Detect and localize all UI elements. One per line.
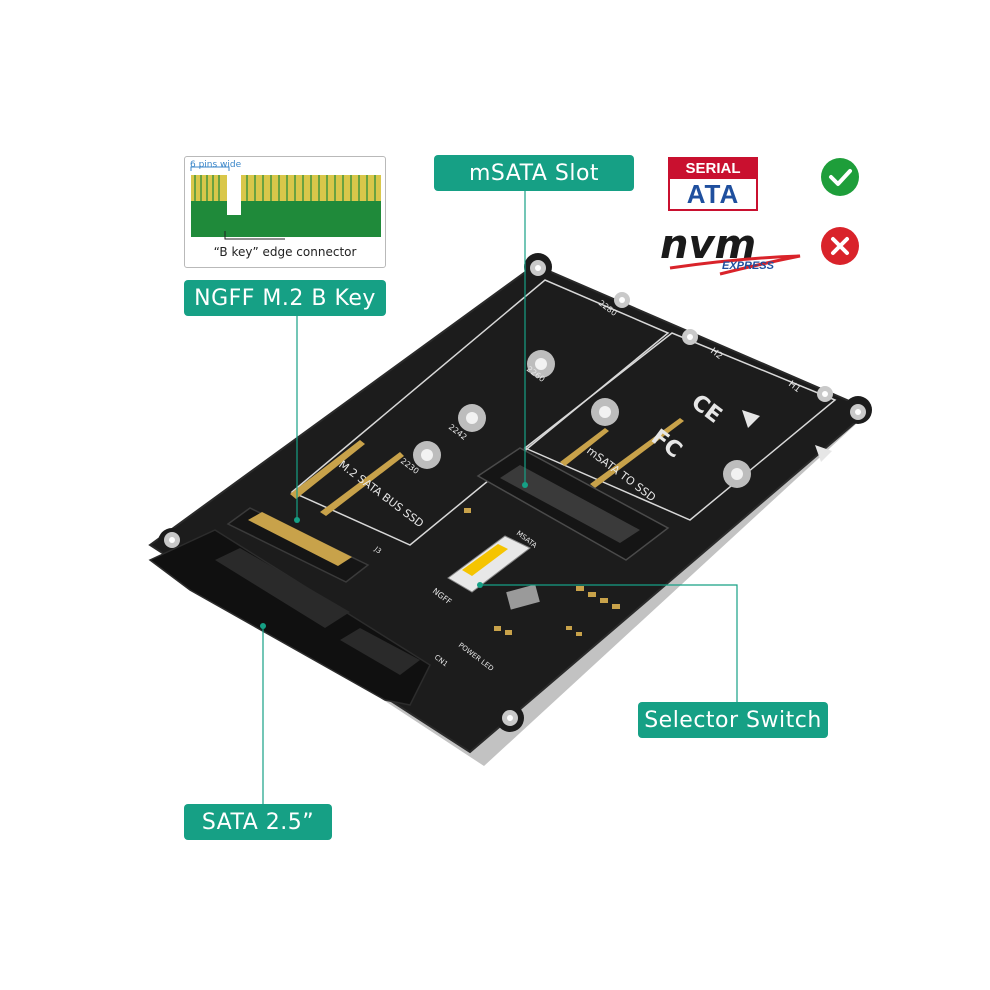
gold-pads bbox=[290, 418, 684, 516]
serial-ata-logo-line2: ATA bbox=[686, 179, 740, 209]
esd-warning-icon bbox=[815, 445, 832, 462]
esd-warning-icon bbox=[742, 410, 760, 428]
ngff-m2-callout: NGFF M.2 B Key bbox=[184, 280, 386, 316]
serial-ata-logo-line1: SERIAL bbox=[670, 159, 756, 179]
ngff-m2-socket bbox=[226, 507, 370, 583]
b-key-edge-connector-inset: 6 pins wide “B key” e bbox=[184, 156, 386, 268]
cross-icon bbox=[821, 227, 859, 265]
selector-switch-callout: Selector Switch bbox=[638, 702, 828, 738]
callout-lines bbox=[262, 190, 738, 806]
inset-caption: “B key” edge connector bbox=[213, 245, 357, 259]
pins-width-label: 6 pins wide bbox=[190, 160, 242, 170]
sata-callout: SATA 2.5” bbox=[184, 804, 332, 840]
nvme-swoosh bbox=[669, 254, 801, 276]
sata-connector bbox=[148, 529, 431, 706]
board-label-j3: J3 bbox=[372, 545, 383, 556]
edge-connector-diagram bbox=[190, 166, 381, 240]
smd-components bbox=[464, 508, 620, 636]
nvme-logo: nvm EXPRESS bbox=[660, 222, 805, 280]
serial-ata-logo: SERIAL ATA bbox=[668, 157, 758, 211]
msata-slot-callout: mSATA Slot bbox=[434, 155, 634, 191]
nvme-logo-sub: EXPRESS bbox=[722, 260, 774, 272]
check-icon bbox=[821, 158, 859, 196]
screw-holes bbox=[164, 260, 866, 726]
selector-switch bbox=[447, 535, 531, 593]
